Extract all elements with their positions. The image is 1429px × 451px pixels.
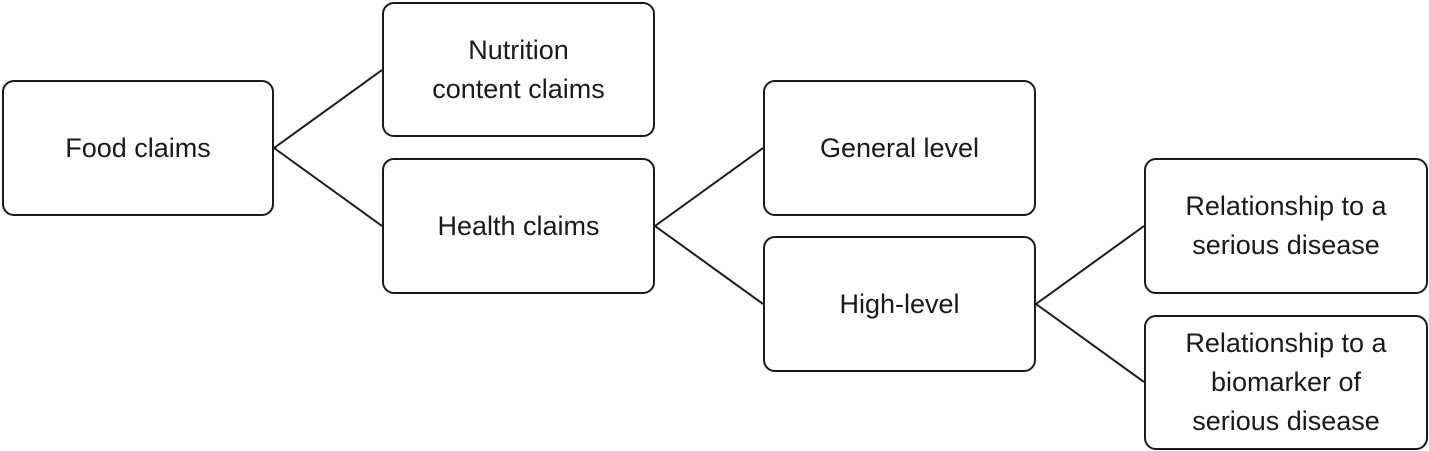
node-label-line: Nutrition <box>468 34 569 65</box>
node-label-line: biomarker of <box>1210 367 1362 397</box>
node-label-line: serious disease <box>1192 230 1380 260</box>
edge-health-to-general <box>654 147 764 227</box>
node-label-line: Relationship to a <box>1185 328 1387 358</box>
node-label-line: content claims <box>432 73 605 104</box>
node-label-line: serious disease <box>1192 406 1380 436</box>
node-label-line: Food claims <box>65 132 211 163</box>
node-general-level: General level <box>763 80 1036 216</box>
node-high-level: High-level <box>763 236 1036 372</box>
edge-high-to-relationship-disease <box>1035 225 1145 305</box>
node-label-line: Health claims <box>437 210 600 241</box>
edge-high-to-relationship-biomarker <box>1035 303 1145 383</box>
node-label-line: High-level <box>839 288 960 319</box>
node-nutrition-content-claims: Nutrition content claims <box>382 2 655 137</box>
node-label-line: General level <box>819 132 980 163</box>
edge-food-to-health <box>273 147 383 227</box>
node-health-claims: Health claims <box>382 158 655 294</box>
node-label-line: Relationship to a <box>1185 191 1387 221</box>
node-food-claims: Food claims <box>2 80 274 216</box>
edge-health-to-high <box>654 225 764 305</box>
node-relationship-serious-disease: Relationship to a serious disease <box>1144 158 1428 294</box>
node-relationship-biomarker: Relationship to a biomarker of serious d… <box>1144 315 1428 450</box>
edge-food-to-nutrition <box>273 69 383 149</box>
